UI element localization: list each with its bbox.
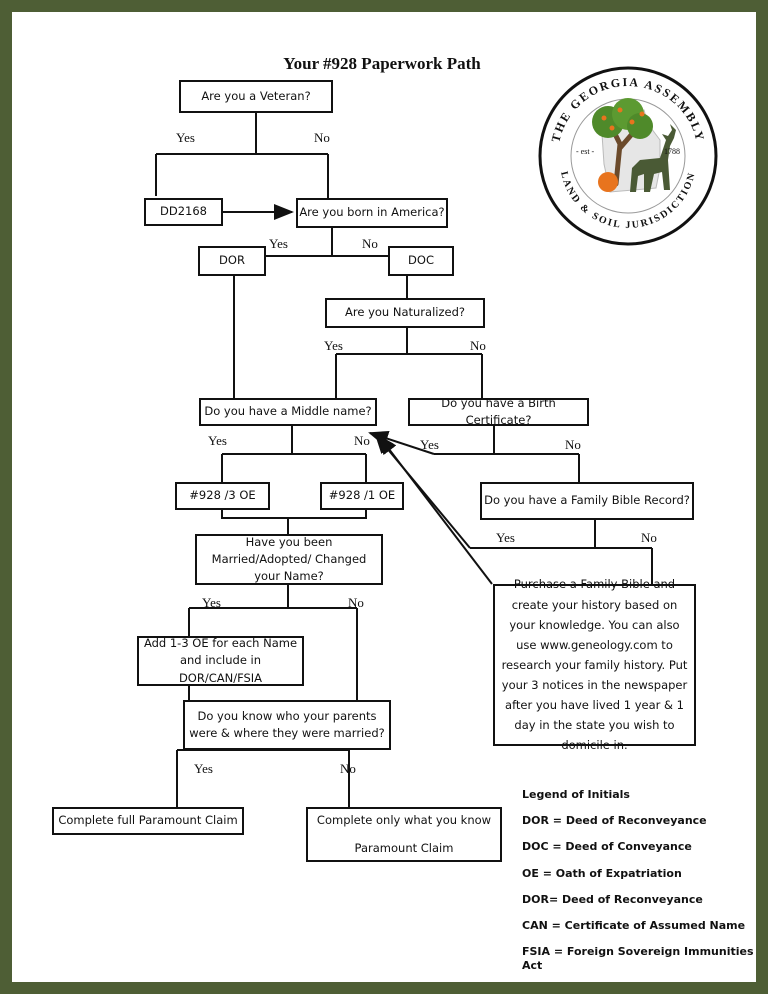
- yes-label: Yes: [324, 338, 343, 353]
- seal-est-text: - est -: [576, 147, 595, 156]
- married-adopted-text: Have you been Married/Adopted/ Changed y…: [211, 534, 367, 584]
- flowchart-page: Your #928 Paperwork Path: [12, 12, 756, 982]
- yes-label: Yes: [208, 433, 227, 448]
- purchase-family-bible-text: Purchase a Family Bible and create your …: [501, 577, 688, 753]
- partial-paramount-claim-box: Complete only what you know Paramount Cl…: [306, 807, 502, 862]
- dor-box: DOR: [198, 246, 266, 276]
- legend-title: Legend of Initials: [522, 788, 630, 801]
- family-bible-text: Do you have a Family Bible Record?: [484, 493, 690, 508]
- georgia-assembly-seal: THE GEORGIA ASSEMBLY LAND & SOIL JURISDI…: [538, 66, 718, 246]
- add-oe-box: Add 1-3 OE for each Name and include in …: [137, 636, 304, 686]
- birth-certificate-text: Do you have a Birth Certificate?: [441, 395, 556, 427]
- add-oe-text: Add 1-3 OE for each Name and include in …: [143, 636, 298, 685]
- peach-icon: [598, 172, 618, 192]
- yes-label: Yes: [269, 236, 288, 251]
- full-paramount-claim-box: Complete full Paramount Claim: [52, 807, 244, 835]
- no-label: No: [362, 236, 378, 251]
- birth-certificate-question: Do you have a Birth Certificate?: [408, 396, 589, 427]
- no-label: No: [354, 433, 370, 448]
- dd2168-box: DD2168: [144, 198, 223, 226]
- married-adopted-question: Have you been Married/Adopted/ Changed y…: [195, 534, 383, 585]
- legend-item: FSIA = Foreign Sovereign Immunities Act: [522, 945, 754, 973]
- no-label: No: [340, 761, 356, 776]
- form-928-1oe-text: #928 /1 OE: [328, 488, 396, 503]
- yes-label: Yes: [176, 130, 195, 145]
- form-928-1oe-box: #928 /1 OE: [320, 482, 404, 510]
- doc-text: DOC: [408, 253, 434, 268]
- no-label: No: [314, 130, 330, 145]
- seal-year-text: 1788: [664, 147, 680, 156]
- legend-item: DOC = Deed of Conveyance: [522, 840, 692, 854]
- full-paramount-claim-text: Complete full Paramount Claim: [58, 813, 238, 828]
- born-question-text: Are you born in America?: [299, 205, 445, 220]
- legend-item: DOR= Deed of Reconveyance: [522, 892, 703, 906]
- partial-claim-subtext: Paramount Claim: [354, 840, 454, 855]
- deer-icon: [630, 124, 676, 192]
- parents-question: Do you know who your parents were & wher…: [183, 700, 391, 750]
- veteran-question-text: Are you a Veteran?: [201, 88, 311, 103]
- yes-label: Yes: [202, 595, 221, 610]
- parents-question-text: Do you know who your parents were & wher…: [189, 708, 385, 740]
- no-label: No: [565, 437, 581, 452]
- yes-label: Yes: [420, 437, 439, 452]
- family-bible-question: Do you have a Family Bible Record?: [480, 482, 694, 520]
- form-928-3oe-text: #928 /3 OE: [189, 488, 256, 503]
- no-label: No: [641, 530, 657, 545]
- legend-item: OE = Oath of Expatriation: [522, 866, 682, 880]
- naturalized-question: Are you Naturalized?: [325, 298, 485, 328]
- doc-box: DOC: [388, 246, 454, 276]
- no-label: No: [348, 595, 364, 610]
- veteran-question: Are you a Veteran?: [179, 80, 333, 113]
- yes-label: Yes: [496, 530, 515, 545]
- legend-item: CAN = Certificate of Assumed Name: [522, 918, 746, 932]
- partial-claim-text: Complete only what you know: [316, 813, 492, 828]
- yes-label: Yes: [194, 761, 213, 776]
- dor-text: DOR: [219, 253, 245, 268]
- form-928-3oe-box: #928 /3 OE: [175, 482, 270, 510]
- purchase-family-bible-box: Purchase a Family Bible and create your …: [493, 577, 696, 752]
- legend: Legend of Initials DOR = Deed of Reconve…: [522, 788, 756, 973]
- page-title: Your #928 Paperwork Path: [283, 54, 481, 73]
- middle-name-question: Do you have a Middle name?: [199, 398, 377, 426]
- no-label: No: [470, 338, 486, 353]
- naturalized-text: Are you Naturalized?: [345, 305, 465, 320]
- legend-item: DOR = Deed of Reconveyance: [522, 814, 707, 828]
- middle-name-text: Do you have a Middle name?: [204, 404, 372, 419]
- dd2168-text: DD2168: [160, 204, 207, 219]
- born-in-america-question: Are you born in America?: [296, 198, 448, 228]
